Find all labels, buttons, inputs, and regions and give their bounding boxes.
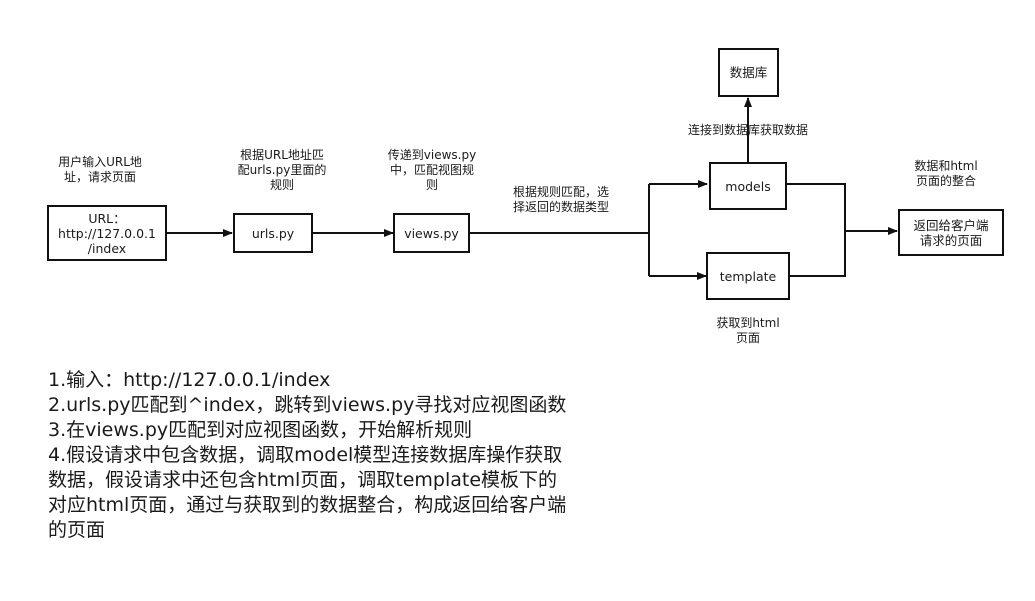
label-user-input: 用户输入URL地 址，请求页面 [58, 155, 142, 184]
return-box: 返回给客户端 请求的页面 [898, 209, 1004, 256]
edge-template-to-merge [790, 231, 846, 277]
urls-py-box: urls.py [233, 213, 313, 253]
url-box: URL： http://127.0.0.1 /index [47, 205, 167, 261]
label-merge: 数据和html 页面的整合 [914, 159, 978, 188]
label-pass-views: 传递到views.py 中，匹配视图规 则 [387, 148, 477, 192]
note-item-1: 1.输入：http://127.0.0.1/index [48, 369, 331, 391]
label-get-html: 获取到html 页面 [716, 316, 780, 345]
note-item-3: 3.在views.py匹配到对应视图函数，开始解析规则 [48, 419, 473, 441]
label-connect-db: 连接到数据库获取数据 [687, 123, 808, 137]
note-item-2: 2.urls.py匹配到^index，跳转到views.py寻找对应视图函数 [48, 394, 567, 416]
database-box: 数据库 [718, 48, 779, 97]
note-item-4: 4.假设请求中包含数据，调取model模型连接数据库操作获取数据，假设请求中还包… [48, 444, 567, 541]
edge-models-to-merge [787, 183, 846, 231]
views-py-box: views.py [393, 213, 470, 253]
explanation-notes: 1.输入：http://127.0.0.1/index 2.urls.py匹配到… [48, 368, 568, 543]
label-match-urls: 根据URL地址匹 配urls.py里面的 规则 [237, 148, 327, 192]
template-box: template [706, 252, 790, 300]
label-choose-type: 根据规则匹配，选 择返回的数据类型 [512, 185, 609, 214]
models-box: models [709, 162, 787, 210]
